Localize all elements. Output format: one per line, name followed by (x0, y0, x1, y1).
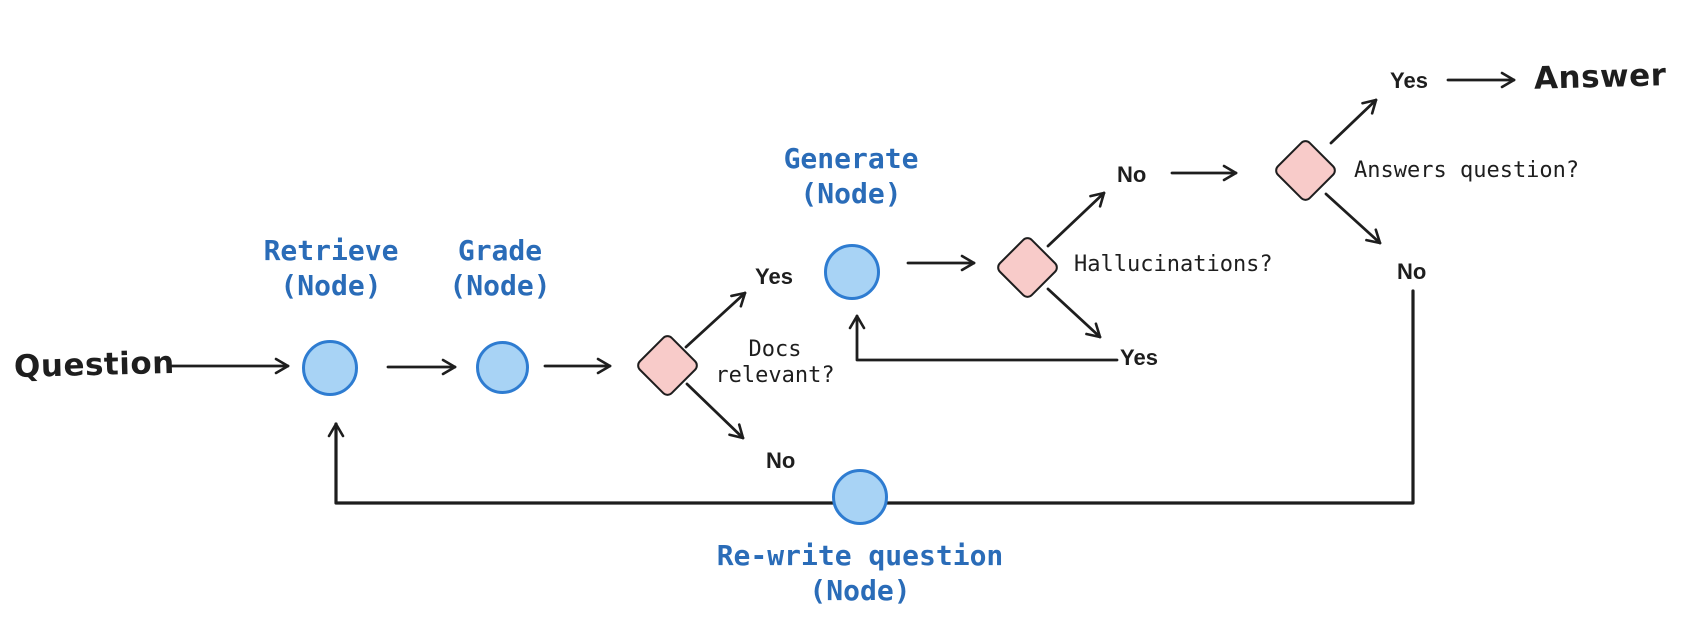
retrieve-node-circle (302, 340, 358, 396)
rewrite-node-label-line2: (Node) (809, 574, 911, 607)
answers-no-label: No (1397, 259, 1427, 284)
rewrite-node-label: Re-write question (Node) (690, 538, 1030, 608)
rewrite-node-circle (832, 469, 888, 525)
generate-node-label-line1: Generate (783, 142, 919, 175)
docs-yes-label: Yes (755, 264, 793, 289)
edge-docs-no-branch (685, 382, 745, 440)
edge-yes-loop-to-generate (848, 314, 1119, 362)
generate-node-circle (824, 244, 880, 300)
docs-relevant-label-line2: relevant? (715, 363, 835, 388)
retrieve-node-label-line1: Retrieve (263, 234, 399, 267)
edge-no-to-rewrite-to-retrieve (327, 289, 1415, 505)
answers-question-label: Answers question? (1354, 158, 1580, 183)
edge-hallucinations-yes-branch (1046, 287, 1102, 339)
hallucinations-no-label: No (1117, 162, 1147, 187)
edge-answers-no-branch (1324, 192, 1382, 245)
rewrite-node-label-line1: Re-write question (716, 539, 1004, 572)
answer-label: Answer (1533, 57, 1667, 97)
question-label: Question (13, 344, 176, 386)
retrieve-node-label-line2: (Node) (280, 269, 382, 302)
edge-answers-yes-branch (1329, 98, 1378, 145)
grade-node-label-line2: (Node) (449, 269, 551, 302)
grade-node-label: Grade (Node) (370, 233, 630, 303)
grade-node-label-line1: Grade (457, 234, 543, 267)
generate-node-label: Generate (Node) (721, 141, 981, 211)
generate-node-label-line2: (Node) (800, 177, 902, 210)
grade-node-circle (476, 341, 529, 394)
docs-relevant-label: Docs relevant? (675, 337, 875, 389)
retrieve-node-label: Retrieve (Node) (201, 233, 461, 303)
hallucinations-label: Hallucinations? (1074, 252, 1273, 277)
answers-yes-label: Yes (1390, 68, 1428, 93)
docs-no-label: No (766, 448, 796, 473)
docs-relevant-label-line1: Docs (748, 337, 802, 362)
hallucinations-yes-label: Yes (1120, 345, 1158, 370)
edge-hallucinations-no-branch (1046, 191, 1106, 248)
edge-docs-yes-branch (684, 291, 747, 349)
